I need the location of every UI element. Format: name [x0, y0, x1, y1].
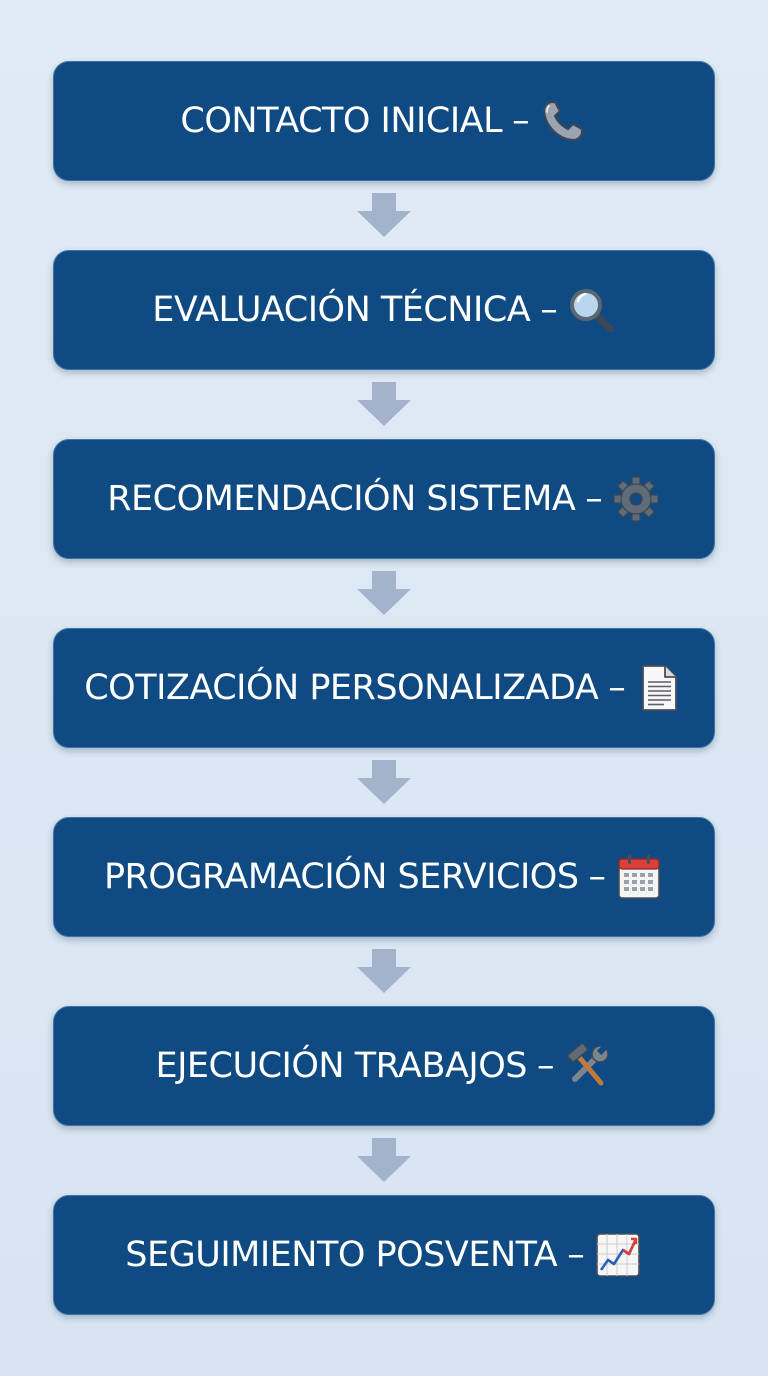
step-separator: –	[585, 479, 603, 519]
step-separator: –	[512, 101, 530, 141]
flow-arrow	[356, 947, 412, 995]
step-label: EVALUACIÓN TÉCNICA	[152, 290, 531, 330]
step-content: EVALUACIÓN TÉCNICA –	[152, 285, 615, 335]
step-separator: –	[567, 1235, 585, 1275]
step-label: RECOMENDACIÓN SISTEMA	[107, 479, 576, 519]
step-separator: –	[540, 290, 558, 330]
telephone-icon	[538, 96, 588, 146]
step-cotizacion-personalizada: COTIZACIÓN PERSONALIZADA –	[53, 628, 715, 748]
step-contacto-inicial: CONTACTO INICIAL –	[53, 61, 715, 181]
gear-icon	[611, 474, 661, 524]
step-content: EJECUCIÓN TRABAJOS –	[156, 1041, 613, 1091]
tools-icon	[563, 1041, 613, 1091]
step-content: COTIZACIÓN PERSONALIZADA –	[84, 663, 684, 713]
chart-increasing-icon	[593, 1230, 643, 1280]
step-seguimiento-posventa: SEGUIMIENTO POSVENTA –	[53, 1195, 715, 1315]
step-label: COTIZACIÓN PERSONALIZADA	[84, 668, 599, 708]
flow-arrow	[356, 758, 412, 806]
step-separator: –	[608, 668, 626, 708]
step-ejecucion-trabajos: EJECUCIÓN TRABAJOS –	[53, 1006, 715, 1126]
step-content: CONTACTO INICIAL –	[180, 96, 587, 146]
calendar-icon	[614, 852, 664, 902]
step-label: PROGRAMACIÓN SERVICIOS	[103, 857, 579, 897]
step-label: EJECUCIÓN TRABAJOS	[155, 1046, 528, 1086]
step-separator: –	[588, 857, 607, 897]
step-label: SEGUIMIENTO POSVENTA	[125, 1235, 558, 1275]
step-content: RECOMENDACIÓN SISTEMA –	[107, 474, 661, 524]
flow-arrow	[356, 191, 412, 239]
flow-arrow	[356, 380, 412, 428]
document-icon	[634, 663, 684, 713]
step-separator: –	[537, 1046, 555, 1086]
step-evaluacion-tecnica: EVALUACIÓN TÉCNICA –	[53, 250, 715, 370]
flow-arrow	[356, 569, 412, 617]
step-programacion-servicios: PROGRAMACIÓN SERVICIOS –	[53, 817, 715, 937]
flow-arrow	[356, 1136, 412, 1184]
step-content: PROGRAMACIÓN SERVICIOS –	[104, 852, 664, 902]
step-label: CONTACTO INICIAL	[180, 101, 503, 141]
step-content: SEGUIMIENTO POSVENTA –	[125, 1230, 642, 1280]
step-recomendacion-sistema: RECOMENDACIÓN SISTEMA –	[53, 439, 715, 559]
magnifier-icon	[566, 285, 616, 335]
